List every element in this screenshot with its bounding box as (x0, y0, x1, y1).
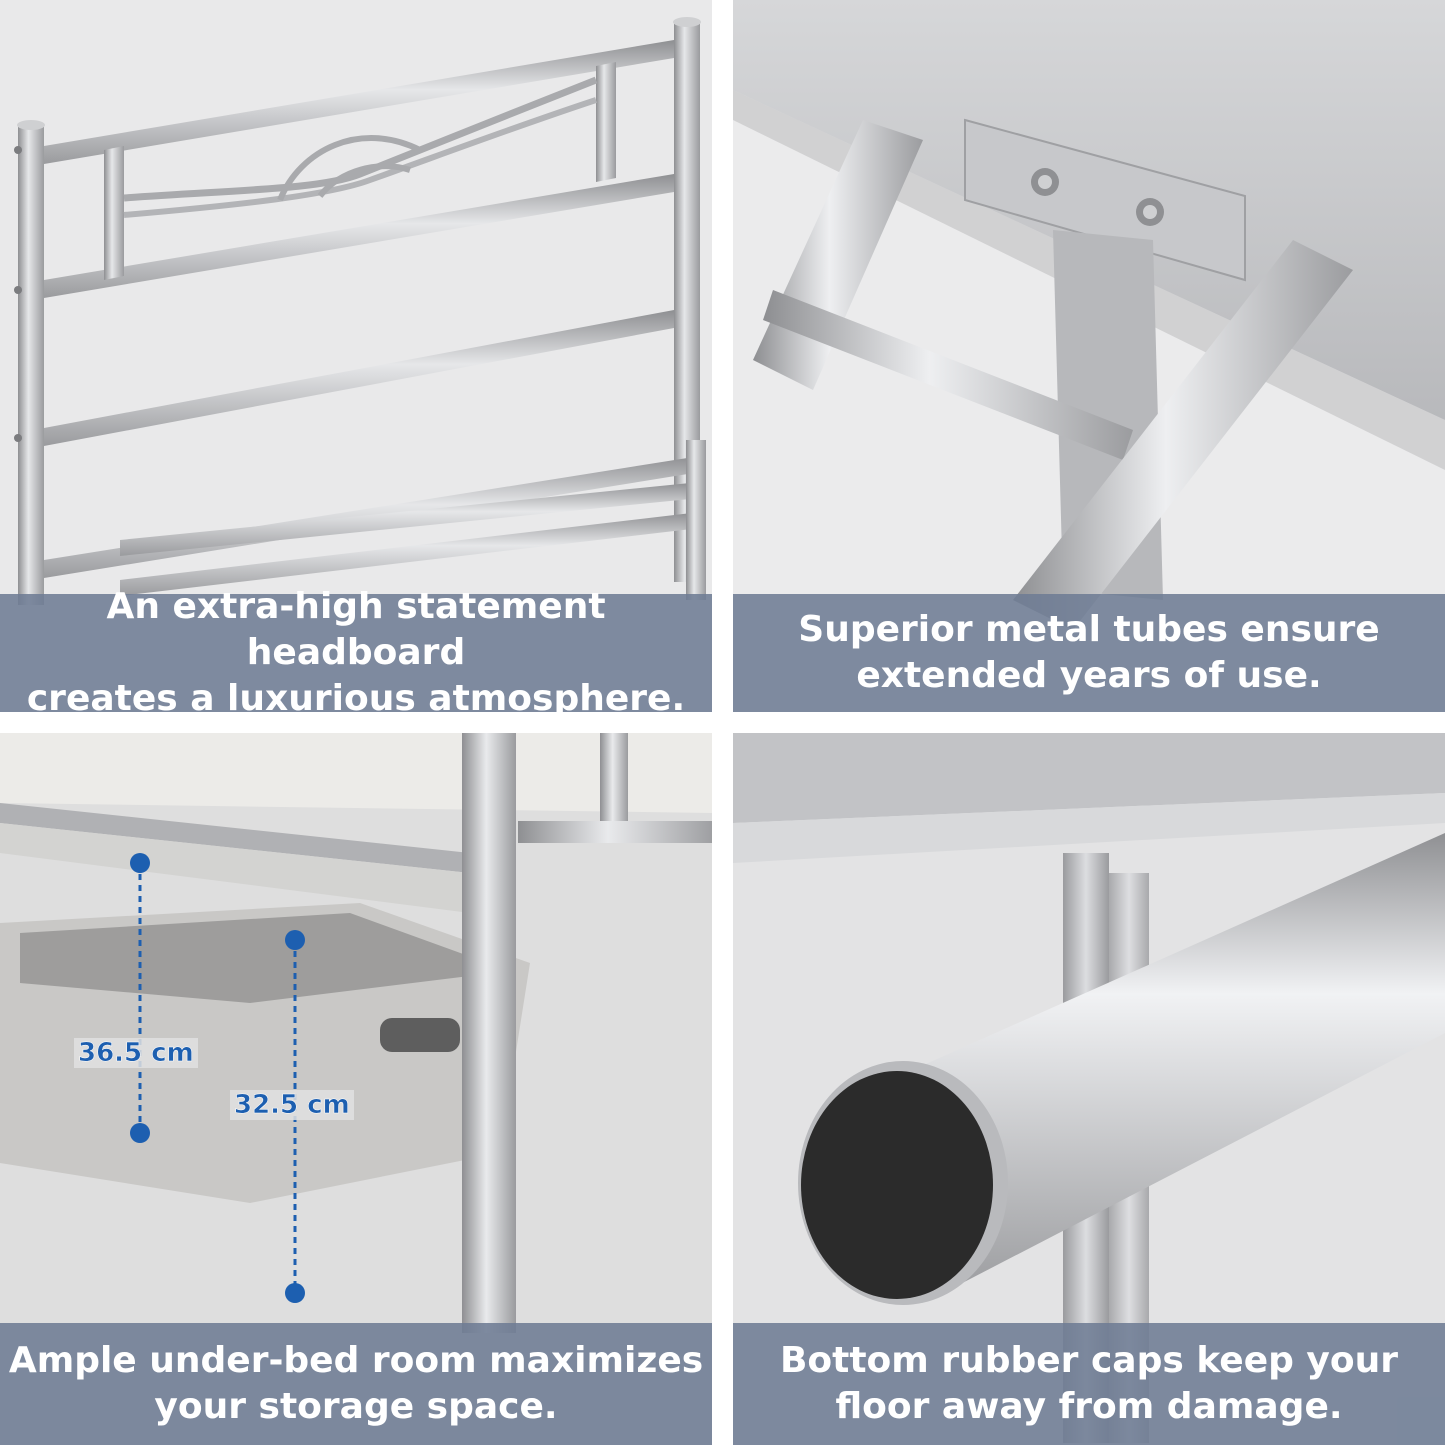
caption-line-1: Superior metal tubes ensure (798, 609, 1380, 650)
headboard-illustration (0, 0, 712, 712)
under-bed-panel: 36.5 cm 32.5 cm Ample under-bed room max… (0, 733, 712, 1445)
headboard-caption: An extra-high statement headboard create… (0, 586, 712, 712)
caption-line-2: creates a luxurious atmosphere. (26, 678, 686, 712)
caption-line-1: An extra-high statement headboard (106, 586, 606, 673)
dimension-inner-label: 32.5 cm (230, 1090, 354, 1120)
metal-tubes-illustration (733, 0, 1445, 712)
caption-line-2: your storage space. (154, 1386, 558, 1427)
rubber-caps-illustration (733, 733, 1445, 1445)
dimension-outer-label: 36.5 cm (74, 1038, 198, 1068)
caption-line-1: Ample under-bed room maximizes (8, 1340, 704, 1381)
metal-tubes-panel: Superior metal tubes ensure extended yea… (733, 0, 1445, 712)
headboard-panel: An extra-high statement headboard create… (0, 0, 712, 712)
caption-line-2: extended years of use. (856, 655, 1322, 696)
caption-line-2: floor away from damage. (835, 1386, 1343, 1427)
rubber-caps-panel: Bottom rubber caps keep your floor away … (733, 733, 1445, 1445)
metal-tubes-caption: Superior metal tubes ensure extended yea… (733, 594, 1445, 712)
under-bed-caption: Ample under-bed room maximizes your stor… (0, 1323, 712, 1445)
rubber-caps-caption: Bottom rubber caps keep your floor away … (733, 1323, 1445, 1445)
caption-line-1: Bottom rubber caps keep your (779, 1340, 1399, 1381)
